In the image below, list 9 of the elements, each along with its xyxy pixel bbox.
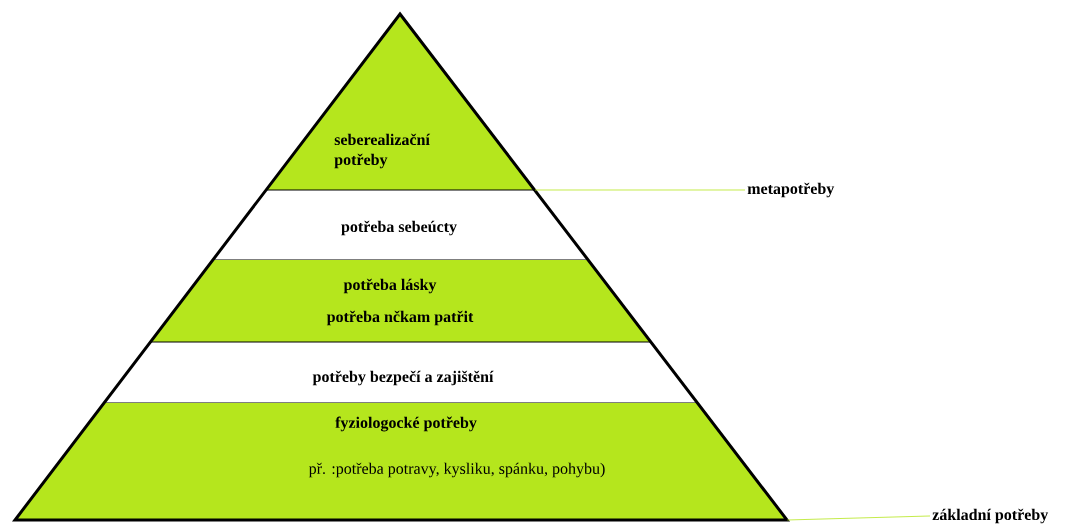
leader-line [787, 515, 931, 521]
pyramid-band: potřeba lásky potřeba nčkam patřit [149, 260, 652, 343]
pyramid-band: potřeby bezpečí a zajištění [103, 370, 698, 404]
side-label: metapotřeby [747, 182, 835, 198]
side-label: základní potřeby [932, 508, 1049, 524]
pyramid-band: seberealizační potřeby [265, 14, 536, 191]
leader-line [534, 189, 746, 191]
pyramid-band: fyziologocké potřeby př. :potřeba potravy, kysliku, spánku, pohybu) [15, 403, 787, 520]
pyramid-band: potřeba sebeúcty [212, 220, 589, 261]
